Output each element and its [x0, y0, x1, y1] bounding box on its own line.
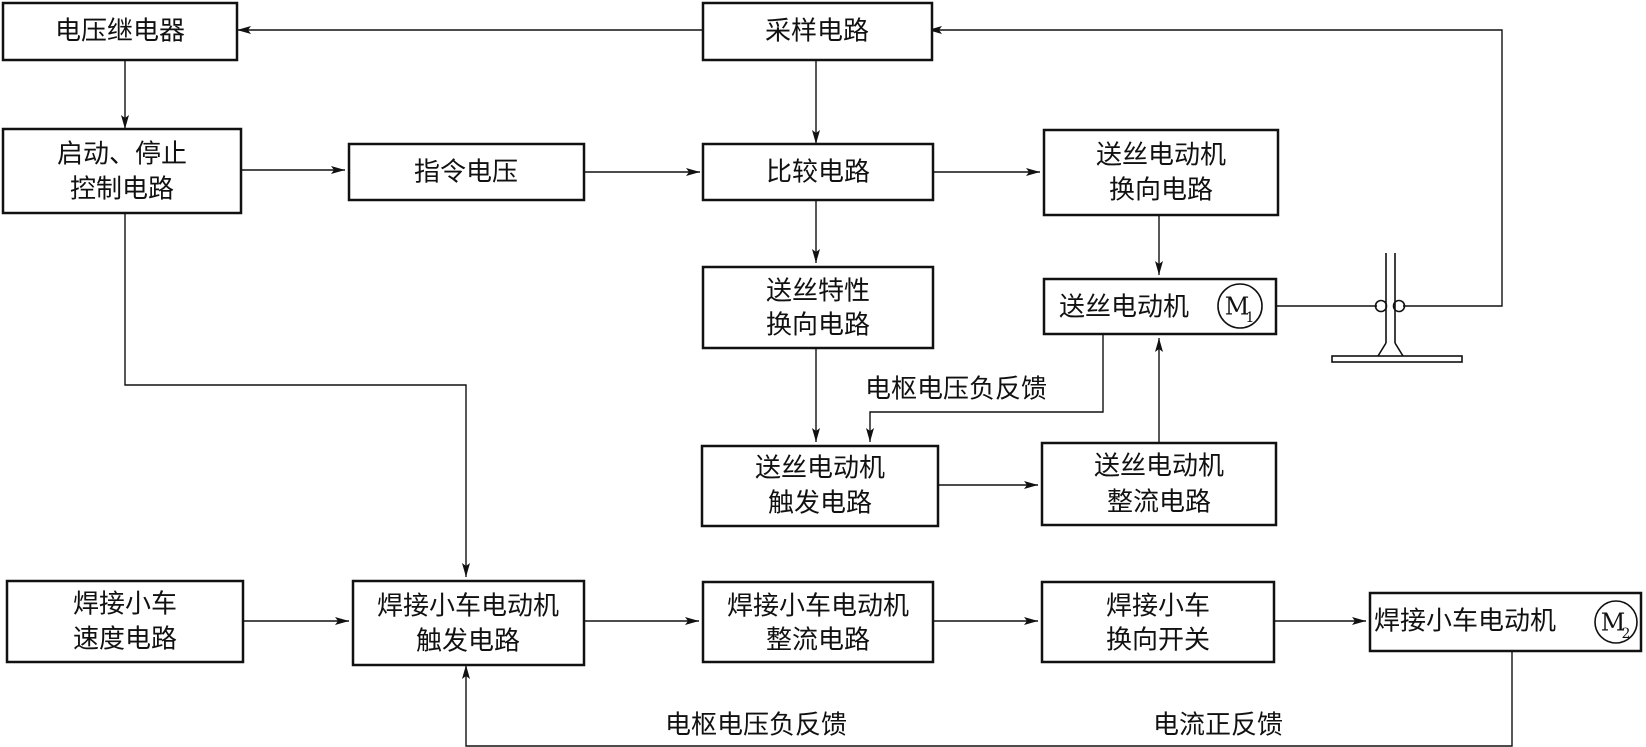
- box-command-voltage-label: 指令电压: [414, 158, 518, 188]
- welding-torch-icon: [1331, 253, 1463, 363]
- box-feed-trigger-line1: 送丝电动机: [755, 454, 885, 484]
- box-start-stop-line1: 启动、停止: [57, 140, 187, 170]
- box-carriage-switch: 焊接小车 换向开关: [1040, 580, 1276, 664]
- label-current-positive-feedback: 电流正反馈: [1153, 711, 1283, 741]
- box-sampling: 采样电路: [701, 1, 934, 62]
- box-feed-char-reverse-line1: 送丝特性: [766, 277, 870, 307]
- arrow-torch-to-sampling: [928, 26, 1503, 307]
- box-feed-motor-label: 送丝电动机: [1059, 293, 1189, 323]
- label-carriage-armature-feedback: 电枢电压负反馈: [665, 711, 847, 741]
- box-feed-motor-reverse: 送丝电动机 换向电路: [1042, 128, 1280, 217]
- box-feed-char-reverse: 送丝特性 换向电路: [701, 265, 935, 350]
- box-carriage-switch-line1: 焊接小车: [1106, 592, 1210, 622]
- box-carriage-motor: 焊接小车电动机 M 2: [1368, 591, 1643, 653]
- box-start-stop-line2: 控制电路: [70, 175, 174, 205]
- label-feed-armature-feedback: 电枢电压负反馈: [865, 375, 1047, 405]
- box-sampling-label: 采样电路: [765, 17, 869, 47]
- box-voltage-relay: 电压继电器: [1, 1, 239, 62]
- box-feed-trigger: 送丝电动机 触发电路: [700, 444, 940, 528]
- box-carriage-speed-line2: 速度电路: [73, 625, 177, 655]
- motor-m1-icon: [1217, 283, 1263, 329]
- box-compare: 比较电路: [701, 142, 935, 202]
- box-voltage-relay-label: 电压继电器: [55, 17, 185, 47]
- box-carriage-trigger: 焊接小车电动机 触发电路: [351, 579, 586, 667]
- box-compare-label: 比较电路: [766, 158, 870, 188]
- box-carriage-motor-label: 焊接小车电动机: [1374, 607, 1556, 637]
- box-feed-trigger-line2: 触发电路: [768, 489, 872, 519]
- arrow-startstop-to-carriagetrigger: [124, 213, 470, 577]
- box-feed-char-reverse-line2: 换向电路: [766, 311, 870, 341]
- box-carriage-rectifier: 焊接小车电动机 整流电路: [701, 580, 935, 664]
- box-carriage-speed-line1: 焊接小车: [73, 590, 177, 620]
- box-start-stop: 启动、停止 控制电路: [1, 127, 243, 215]
- box-feed-rectifier-line2: 整流电路: [1107, 488, 1211, 518]
- motor-m1-symbol: M: [1225, 293, 1250, 321]
- motor-m2-subscript: 2: [1622, 626, 1631, 642]
- motor-m1-subscript: 1: [1246, 310, 1255, 326]
- motor-m2-icon: [1594, 600, 1638, 644]
- box-carriage-rectifier-line2: 整流电路: [766, 626, 870, 656]
- box-feed-motor: 送丝电动机 M 1: [1042, 277, 1278, 336]
- box-carriage-rectifier-line1: 焊接小车电动机: [727, 592, 909, 622]
- box-carriage-trigger-line1: 焊接小车电动机: [377, 592, 559, 622]
- arrow-carriage-feedback-loop: [462, 651, 1513, 747]
- box-carriage-switch-line2: 换向开关: [1106, 626, 1210, 656]
- arrow-feed-armature-feedback: [866, 334, 1104, 442]
- box-feed-rectifier: 送丝电动机 整流电路: [1040, 441, 1278, 527]
- connectors: [121, 26, 1513, 747]
- box-carriage-speed: 焊接小车 速度电路: [5, 579, 245, 664]
- box-command-voltage: 指令电压: [347, 142, 586, 202]
- box-carriage-trigger-line2: 触发电路: [416, 627, 520, 657]
- motor-m2-symbol: M: [1601, 609, 1626, 637]
- box-feed-motor-reverse-line2: 换向电路: [1109, 176, 1213, 206]
- box-feed-rectifier-line1: 送丝电动机: [1094, 452, 1224, 482]
- box-feed-motor-reverse-line1: 送丝电动机: [1096, 141, 1226, 171]
